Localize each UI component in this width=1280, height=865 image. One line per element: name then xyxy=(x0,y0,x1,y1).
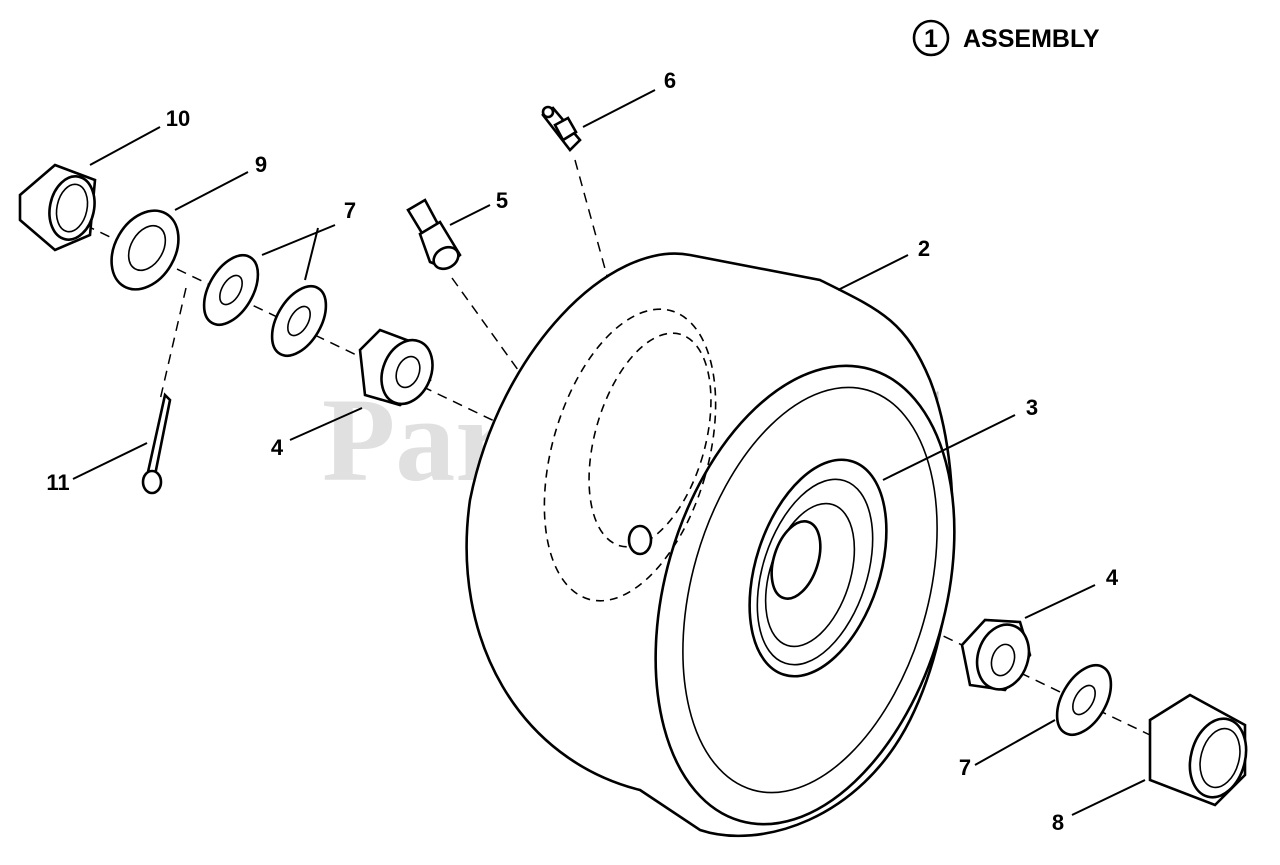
cap-icon xyxy=(18,163,97,252)
grease-fitting-icon xyxy=(541,105,582,152)
callout-leaders xyxy=(72,89,1146,816)
callout-9: 9 xyxy=(255,152,267,177)
valve-stem-icon xyxy=(406,198,462,271)
callout-10: 10 xyxy=(166,106,190,131)
flange-bearing-icon xyxy=(358,328,434,407)
callout-7-right: 7 xyxy=(959,755,971,780)
callout-4-left: 4 xyxy=(271,435,284,460)
valve-hole-icon xyxy=(627,524,653,556)
callout-5: 5 xyxy=(496,188,508,213)
assembly-label: ASSEMBLY xyxy=(963,25,1100,53)
assembly-number: 1 xyxy=(924,25,938,53)
tire-icon xyxy=(465,252,956,838)
washer-right-icon xyxy=(1055,664,1113,736)
callout-8: 8 xyxy=(1052,810,1064,835)
washer-icon xyxy=(202,254,328,357)
cotter-pin-centerline xyxy=(159,287,187,401)
callout-2: 2 xyxy=(918,236,930,261)
cotter-pin-icon xyxy=(141,392,172,495)
cap-right-icon xyxy=(1148,693,1248,807)
assembly-number-circle xyxy=(912,19,950,57)
axle-centerline xyxy=(84,224,1151,736)
assembly-header: 1 ASSEMBLY xyxy=(912,19,1100,57)
callout-4-right: 4 xyxy=(1106,565,1119,590)
callout-6: 6 xyxy=(664,68,676,93)
callout-7-left: 7 xyxy=(344,198,356,223)
callout-11: 11 xyxy=(46,470,69,495)
wheel-rim-icon xyxy=(748,458,888,678)
seal-icon xyxy=(110,209,180,291)
callout-3: 3 xyxy=(1026,395,1038,420)
flange-bearing-right-icon xyxy=(960,618,1032,692)
